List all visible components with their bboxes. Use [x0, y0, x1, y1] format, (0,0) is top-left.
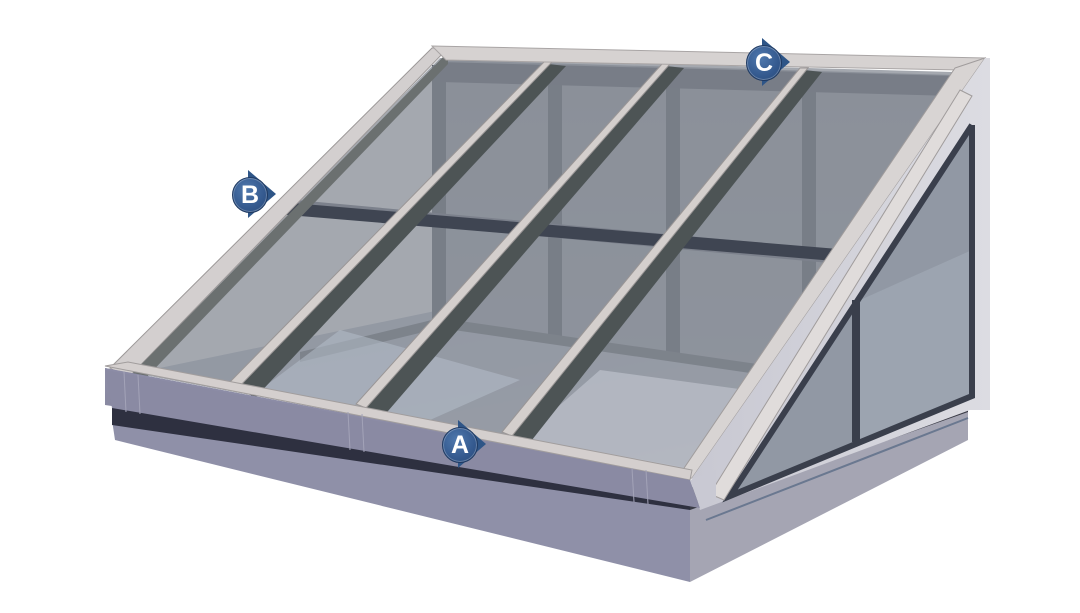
callout-c[interactable]: C: [746, 38, 796, 86]
curb-joints: [123, 371, 649, 505]
curb-base-side: [690, 410, 968, 582]
callout-disc: [232, 177, 268, 213]
side-sill-line: [705, 417, 969, 521]
curb-base-front: [112, 420, 690, 582]
side-mullion: [852, 300, 860, 442]
side-glass-reflection: [860, 250, 972, 440]
side-window-frame: [722, 123, 975, 503]
callout-label: B: [240, 181, 260, 209]
front-cap: [104, 361, 693, 481]
callout-label: C: [754, 49, 774, 77]
rafter-caps: [227, 61, 810, 437]
curb-body: [105, 370, 700, 508]
side-rake-cap: [709, 89, 973, 501]
callout-disc: [442, 427, 478, 463]
corner-face: [690, 470, 716, 508]
callout-label: A: [450, 431, 470, 459]
left-rake-inner: [128, 52, 448, 384]
callout-a[interactable]: A: [442, 420, 492, 468]
rafter-sides: [235, 64, 822, 445]
callout-b[interactable]: B: [232, 170, 282, 218]
callout-disc: [746, 45, 782, 81]
